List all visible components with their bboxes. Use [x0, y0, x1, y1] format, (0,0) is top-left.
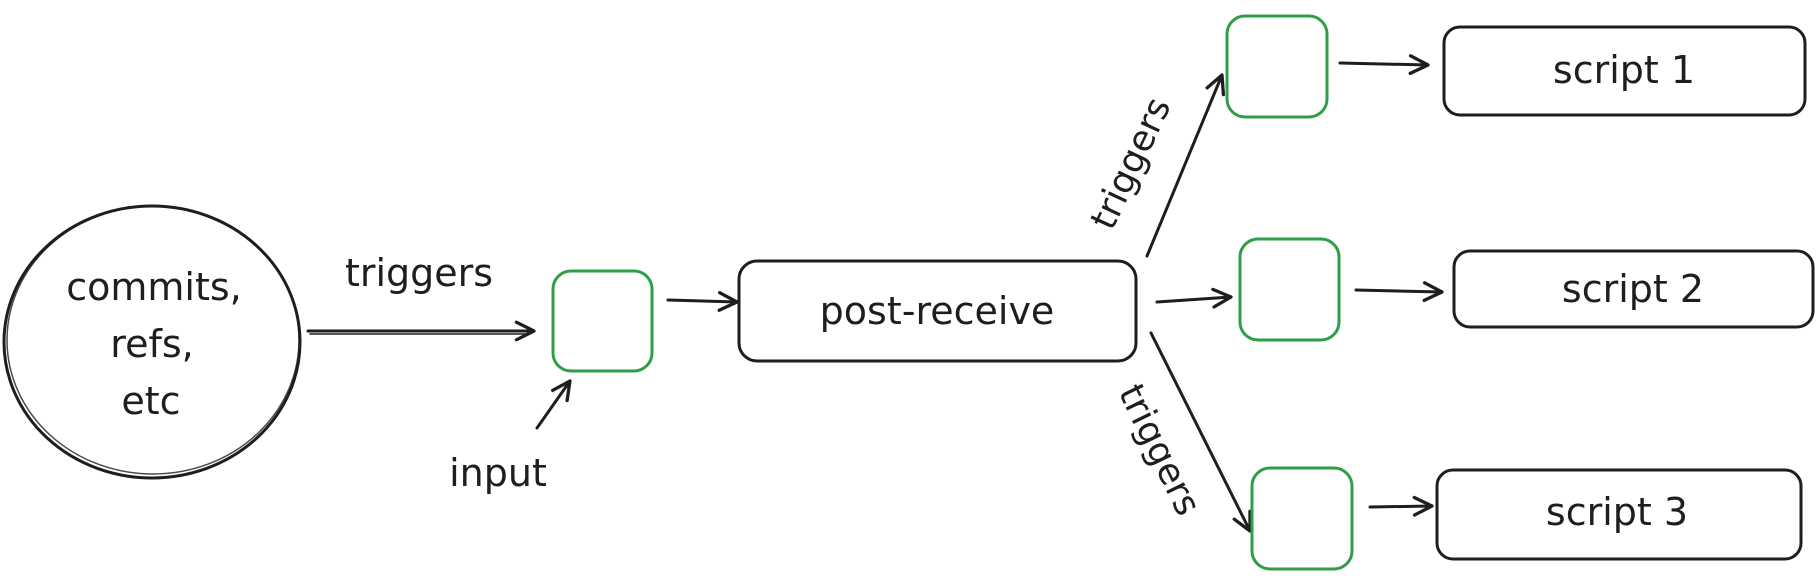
script-label-1: script 1 [1553, 48, 1695, 92]
post-receive-node[interactable]: post-receive [737, 259, 1138, 363]
edge-queue-3-to-script-3 [1368, 495, 1434, 517]
source-node[interactable]: commits, refs, etc [2, 204, 302, 480]
script-node-2[interactable]: script 2 [1452, 249, 1815, 329]
script-node-3[interactable]: script 3 [1435, 468, 1803, 561]
edge-label-triggers: triggers [345, 251, 493, 295]
edge-hook-to-queue-1 [1145, 73, 1226, 258]
source-line-1: commits, [66, 265, 242, 309]
post-receive-label: post-receive [820, 289, 1055, 333]
queue-box-1[interactable] [1225, 14, 1329, 119]
edge-input [535, 379, 572, 430]
edge-hook-to-queue-2 [1155, 287, 1233, 309]
edge-queue-to-hook [666, 291, 739, 312]
edge-source-to-queue [306, 320, 536, 342]
edge-label-triggers-lower: triggers [1110, 378, 1208, 522]
edge-queue-2-to-script-2 [1354, 281, 1444, 303]
edge-label-input: input [449, 451, 547, 495]
script-label-3: script 3 [1546, 490, 1688, 534]
source-line-3: etc [121, 379, 180, 423]
queue-box-main[interactable] [551, 269, 654, 373]
edge-queue-1-to-script-1 [1338, 54, 1430, 76]
script-node-1[interactable]: script 1 [1442, 25, 1807, 117]
queue-box-2[interactable] [1238, 237, 1341, 342]
source-line-2: refs, [110, 322, 193, 366]
script-label-2: script 2 [1562, 267, 1704, 311]
queue-box-3[interactable] [1250, 466, 1354, 571]
edge-hook-to-queue-3 [1149, 331, 1252, 533]
